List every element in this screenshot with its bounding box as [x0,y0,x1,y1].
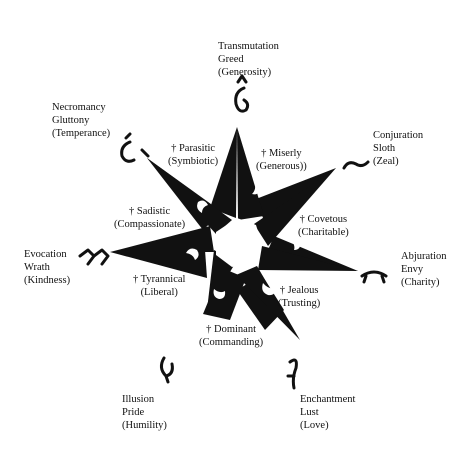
trait-name: † Parasitic [171,143,216,154]
virtue-name: (Charity) [401,277,440,288]
inner-label-covetous: † Covetous (Charitable) [298,213,349,239]
inner-label-parasitic: † Parasitic (Symbiotic) [168,142,218,168]
virtue-name: (Kindness) [24,275,71,286]
school-name: Abjuration [401,251,447,262]
evocation-rune-icon [78,248,110,266]
trait-opposite: (Generous)) [256,161,307,172]
sin-name: Lust [300,407,319,418]
transmutation-rune-icon [234,74,250,113]
virtue-name: (Generosity) [218,67,272,78]
trait-opposite: (Charitable) [298,227,349,238]
sin-name: Pride [122,407,145,418]
trait-opposite: (Symbiotic) [168,156,219,167]
trait-name: † Miserly [261,148,302,159]
trait-name: † Jealous [279,285,319,296]
abjuration-rune-icon [360,270,388,284]
virtue-name: (Zeal) [373,156,399,167]
inner-label-tyrannical: † Tyrannical (Liberal) [133,273,185,299]
enchantment-rune-icon [286,358,298,390]
school-name: Evocation [24,249,67,260]
trait-opposite: (Compassionate) [114,219,186,230]
virtue-name: (Temperance) [52,128,111,139]
virtue-name: (Love) [300,420,329,431]
inner-label-sadistic: † Sadistic (Compassionate) [114,205,185,231]
inner-heptagon [216,218,262,267]
label-illusion: Illusion Pride (Humility) [122,393,167,432]
star-point-enchantment [237,275,284,330]
trait-name: † Tyrannical [133,274,186,285]
trait-name: † Sadistic [129,206,171,217]
label-enchantment: Enchantment Lust (Love) [300,393,355,432]
school-name: Conjuration [373,130,424,141]
label-necromancy: Necromancy Gluttony (Temperance) [52,101,110,140]
sin-name: Sloth [373,143,396,154]
conjuration-rune-icon [342,160,370,170]
sin-name: Gluttony [52,115,90,126]
necromancy-rune-icon [120,132,150,163]
school-name: Illusion [122,394,155,405]
virtue-name: (Humility) [122,420,167,431]
inner-label-miserly: † Miserly (Generous)) [256,147,307,173]
label-abjuration: Abjuration Envy (Charity) [401,250,447,289]
school-name: Necromancy [52,102,106,113]
school-name: Transmutation [218,41,279,52]
star-point-transmutation [210,127,237,218]
trait-opposite: (Trusting) [278,298,321,309]
school-name: Enchantment [300,394,356,405]
sin-name: Wrath [24,262,50,273]
illusion-rune-icon [159,356,174,384]
trait-name: † Dominant [206,324,257,335]
label-evocation: Evocation Wrath (Kindness) [24,248,70,287]
inner-label-dominant: † Dominant (Commanding) [199,323,263,349]
trait-opposite: (Liberal) [140,287,178,298]
trait-name: † Covetous [299,214,348,225]
star-point-evocation [110,250,207,278]
inner-label-jealous: † Jealous (Trusting) [278,284,320,310]
heptagram-star [110,127,358,340]
sin-name: Envy [401,264,424,275]
sin-name: Greed [218,54,244,65]
label-transmutation: Transmutation Greed (Generosity) [218,40,279,79]
label-conjuration: Conjuration Sloth (Zeal) [373,129,423,168]
trait-opposite: (Commanding) [199,337,264,348]
